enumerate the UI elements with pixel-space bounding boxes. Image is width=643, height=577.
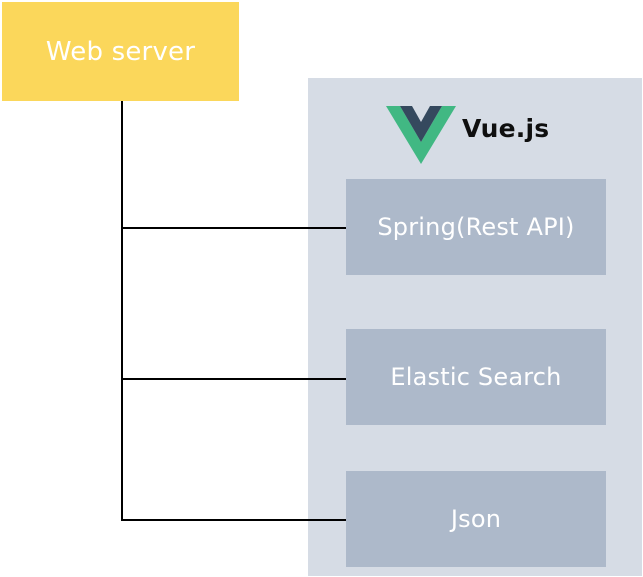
vue-logo-icon bbox=[386, 106, 456, 164]
spring-rest-api-box: Spring(Rest API) bbox=[346, 179, 606, 275]
elastic-search-label: Elastic Search bbox=[390, 363, 562, 391]
json-label: Json bbox=[450, 505, 502, 533]
web-server-label: Web server bbox=[45, 36, 196, 67]
vue-logo-outer-shape bbox=[386, 106, 456, 164]
elastic-search-box: Elastic Search bbox=[346, 329, 606, 425]
json-box: Json bbox=[346, 471, 606, 567]
vue-label: Vue.js bbox=[462, 114, 550, 143]
web-server-node: Web server bbox=[2, 2, 239, 101]
spring-rest-api-label: Spring(Rest API) bbox=[377, 213, 575, 241]
vue-logo-inner-shape bbox=[400, 106, 442, 142]
